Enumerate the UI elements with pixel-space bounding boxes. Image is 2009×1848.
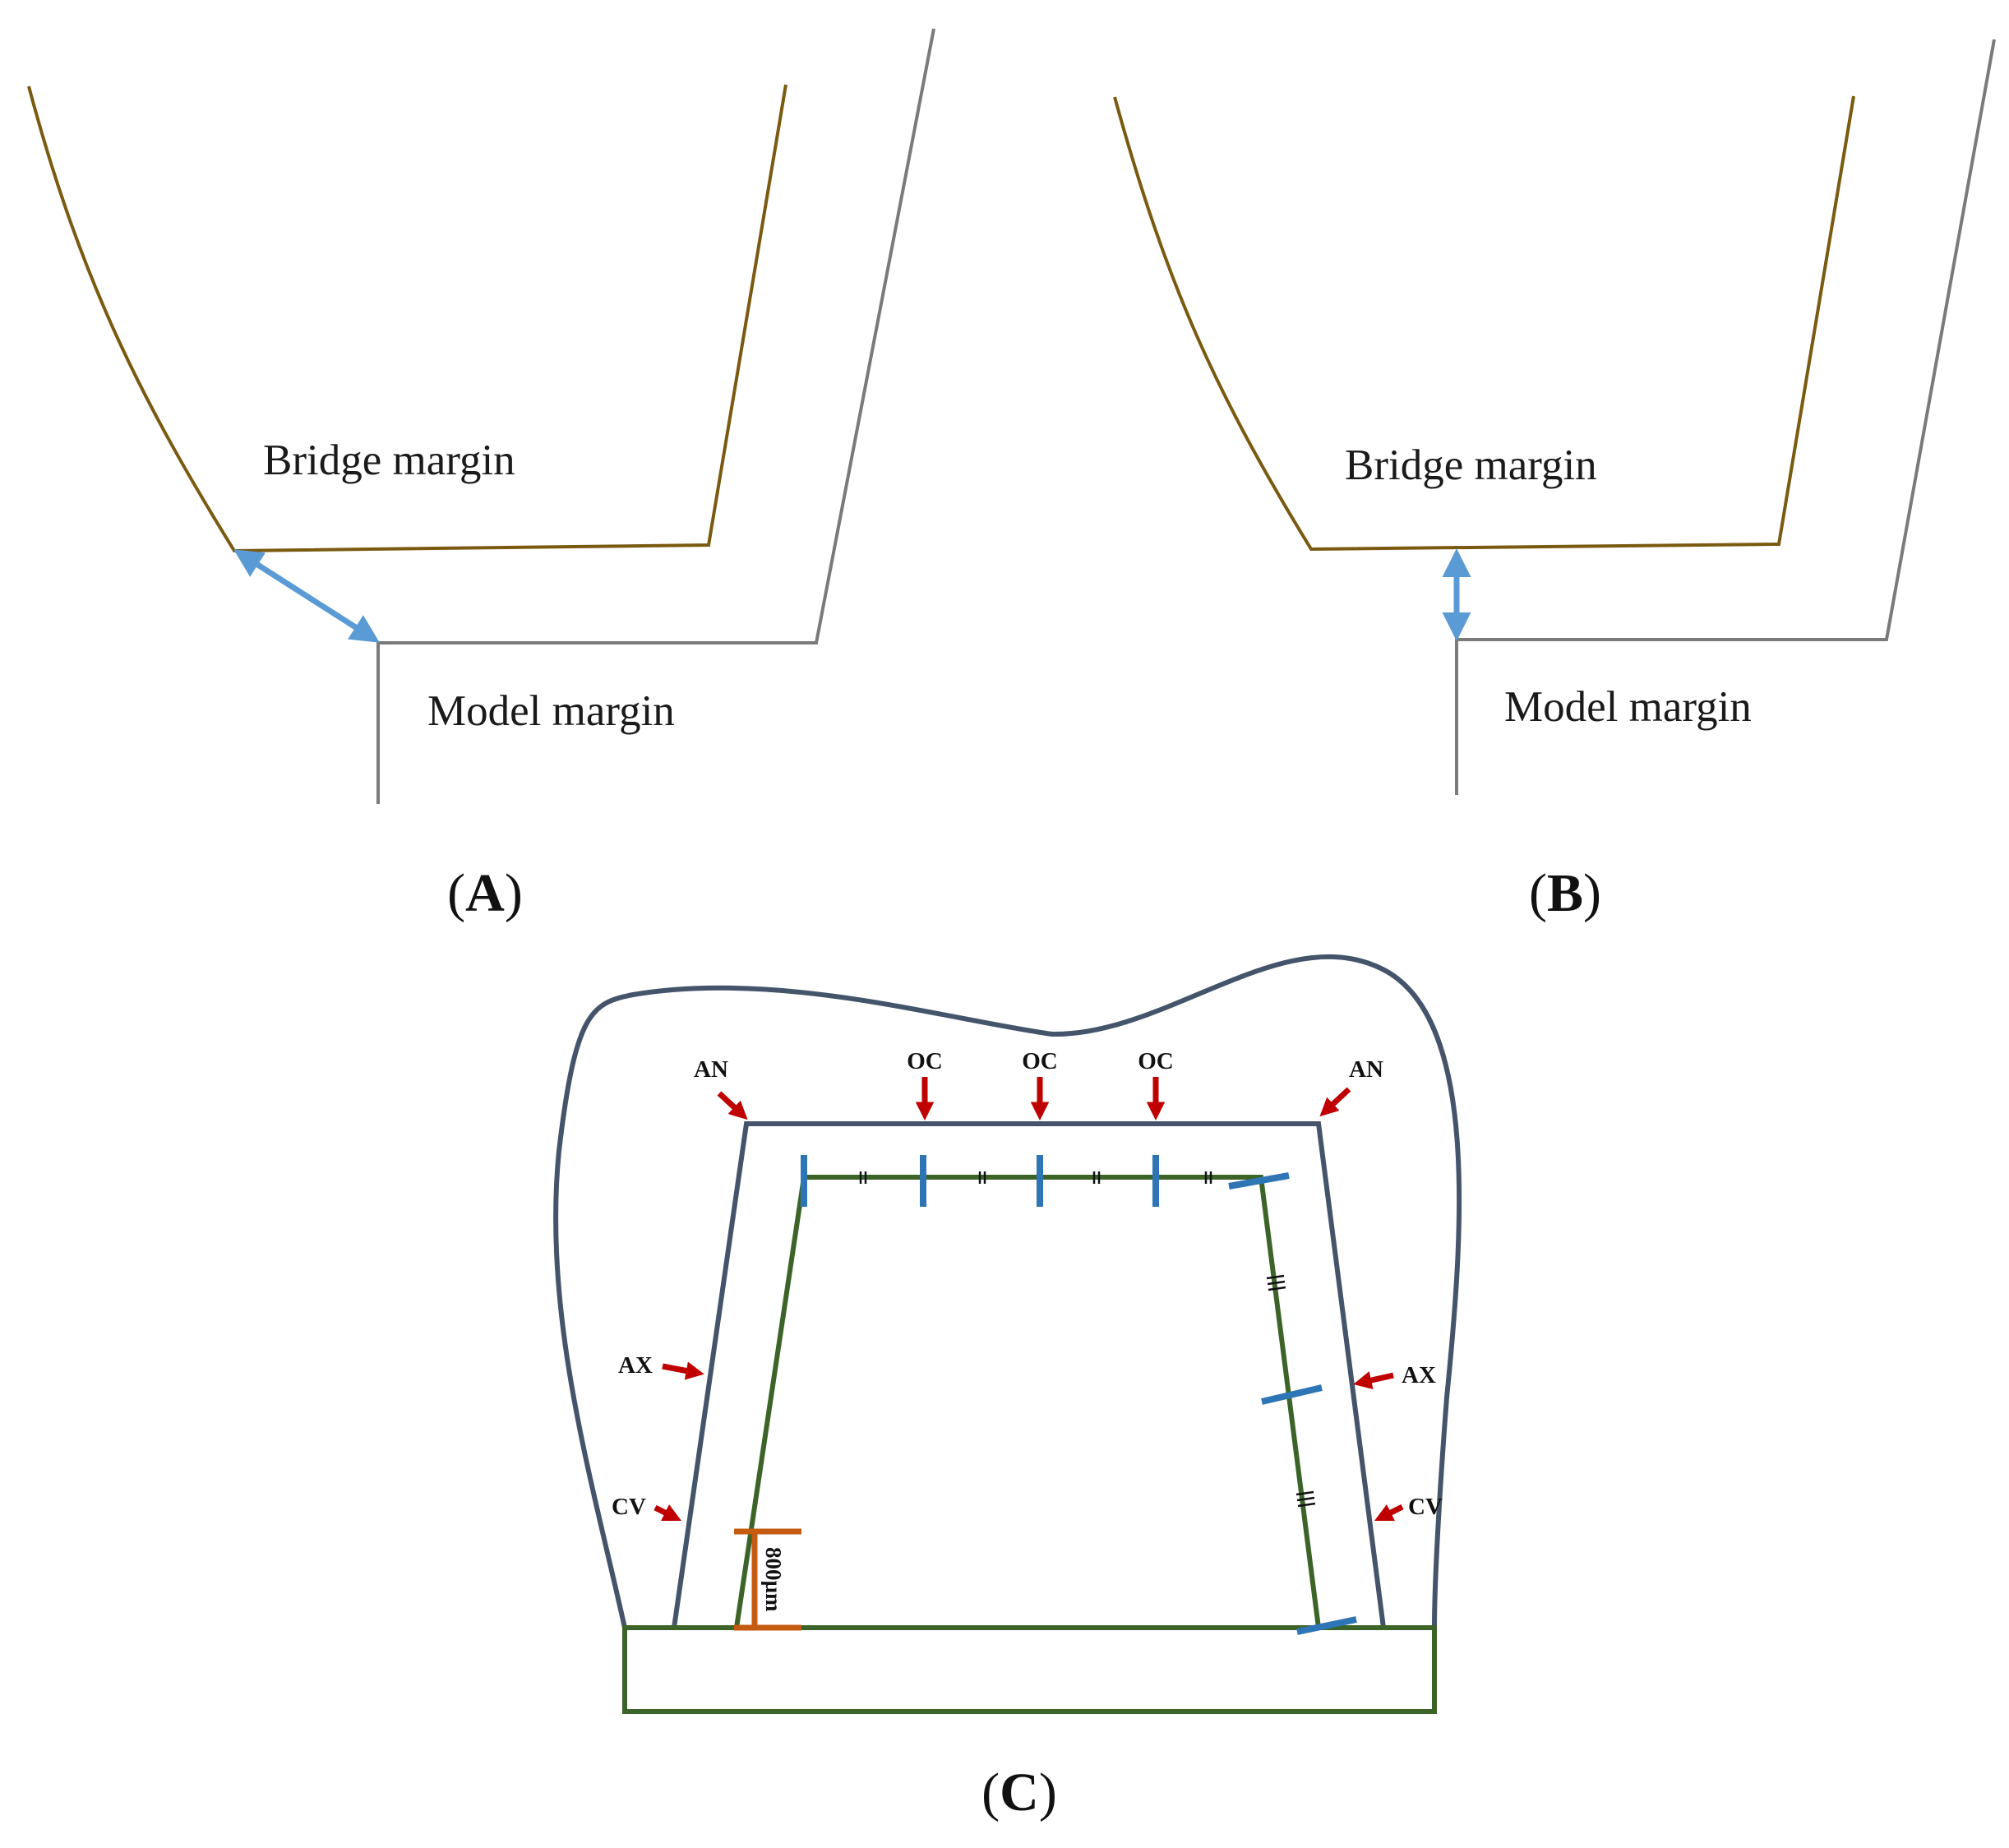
arrow-cv-right <box>1374 1504 1404 1522</box>
annotation-arrows <box>654 1077 1404 1522</box>
arrow-ax-left <box>662 1361 704 1380</box>
label-ax-right: AX <box>1402 1362 1436 1388</box>
thickness-bracket <box>734 1528 801 1631</box>
bridge-margin-label: Bridge margin <box>1345 441 1597 489</box>
label-oc-1: OC <box>907 1048 943 1074</box>
measure-tick <box>1296 1616 1357 1635</box>
bridge-margin-line <box>1113 95 1855 552</box>
caption-close-paren: ) <box>505 863 523 923</box>
caption-open-paren: ( <box>1529 863 1547 923</box>
caption-close-paren: ) <box>1039 1763 1057 1823</box>
model-die-line <box>625 1175 1434 1630</box>
model-margin-label: Model margin <box>427 687 675 735</box>
measurement-ticks <box>801 1155 1357 1635</box>
arrow-cv-left <box>654 1504 682 1522</box>
label-an-right: AN <box>1349 1056 1383 1083</box>
crown-outline <box>553 954 1462 1629</box>
panel-a: Bridge margin Model margin (A) <box>27 28 935 923</box>
model-margin-line <box>1455 39 1996 795</box>
model-margin-line <box>376 28 935 804</box>
panel-c-caption: (C) <box>981 1763 1057 1823</box>
panel-a-caption: (A) <box>447 863 523 923</box>
gap-measure-arrow <box>233 549 380 643</box>
arrow-an-left <box>717 1091 748 1120</box>
label-ax-left: AX <box>618 1352 653 1379</box>
model-margin-label: Model margin <box>1504 683 1752 731</box>
caption-letter: B <box>1547 863 1583 923</box>
measure-tick <box>1228 1172 1290 1190</box>
crown-inner-outline <box>672 1121 1386 1629</box>
label-cv-right: CV <box>1408 1494 1443 1520</box>
measure-tick <box>1261 1384 1323 1405</box>
caption-open-paren: ( <box>981 1763 1000 1823</box>
panel-b-caption: (B) <box>1529 863 1601 923</box>
panel-b: Bridge margin Model margin (B) <box>1113 39 1996 923</box>
thickness-measurement-label: 800µm <box>761 1547 786 1612</box>
arrow-an-right <box>1319 1087 1351 1117</box>
caption-letter: C <box>1000 1763 1039 1823</box>
label-an-left: AN <box>694 1056 728 1083</box>
caption-letter: A <box>465 863 505 923</box>
model-base <box>622 1625 1437 1714</box>
label-oc-3: OC <box>1138 1048 1174 1074</box>
equal-spacing-marks <box>859 1171 1316 1508</box>
label-oc-2: OC <box>1022 1048 1058 1074</box>
bridge-margin-line <box>27 84 787 553</box>
caption-open-paren: ( <box>447 863 465 923</box>
arrow-ax-right <box>1353 1371 1394 1389</box>
bridge-margin-label: Bridge margin <box>263 437 515 484</box>
caption-close-paren: ) <box>1583 863 1601 923</box>
label-cv-left: CV <box>612 1494 646 1520</box>
panel-c: 800µm AN OC OC OC AN AX AX CV CV (C) <box>553 954 1462 1823</box>
